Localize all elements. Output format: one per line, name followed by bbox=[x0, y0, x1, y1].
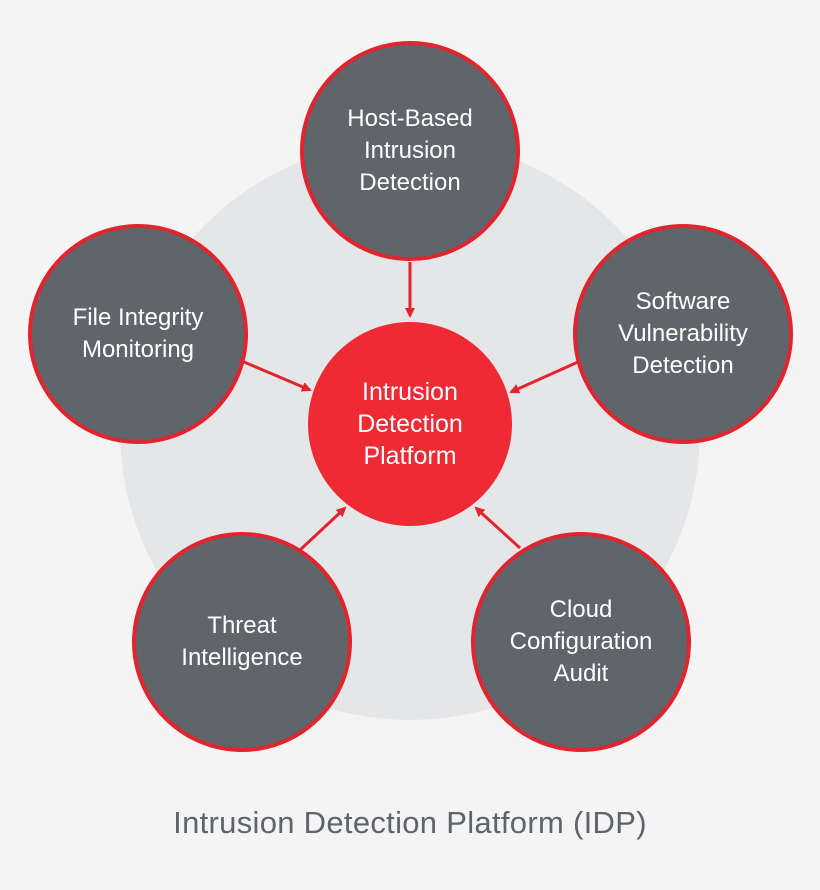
node-software-vuln-circle bbox=[573, 224, 793, 444]
node-host-based-circle bbox=[300, 41, 520, 261]
connector-arrows bbox=[243, 262, 579, 552]
arrow-cloud-config bbox=[474, 506, 522, 550]
arrow-threat-intel bbox=[298, 506, 347, 552]
node-cloud-config-circle bbox=[471, 532, 691, 752]
arrow-software-vuln bbox=[509, 360, 579, 394]
diagram-title: Intrusion Detection Platform (IDP) bbox=[173, 805, 647, 840]
arrow-file-integrity bbox=[243, 360, 312, 392]
center-node-circle bbox=[308, 322, 512, 526]
node-threat-intel-circle bbox=[132, 532, 352, 752]
node-file-integrity-circle bbox=[28, 224, 248, 444]
